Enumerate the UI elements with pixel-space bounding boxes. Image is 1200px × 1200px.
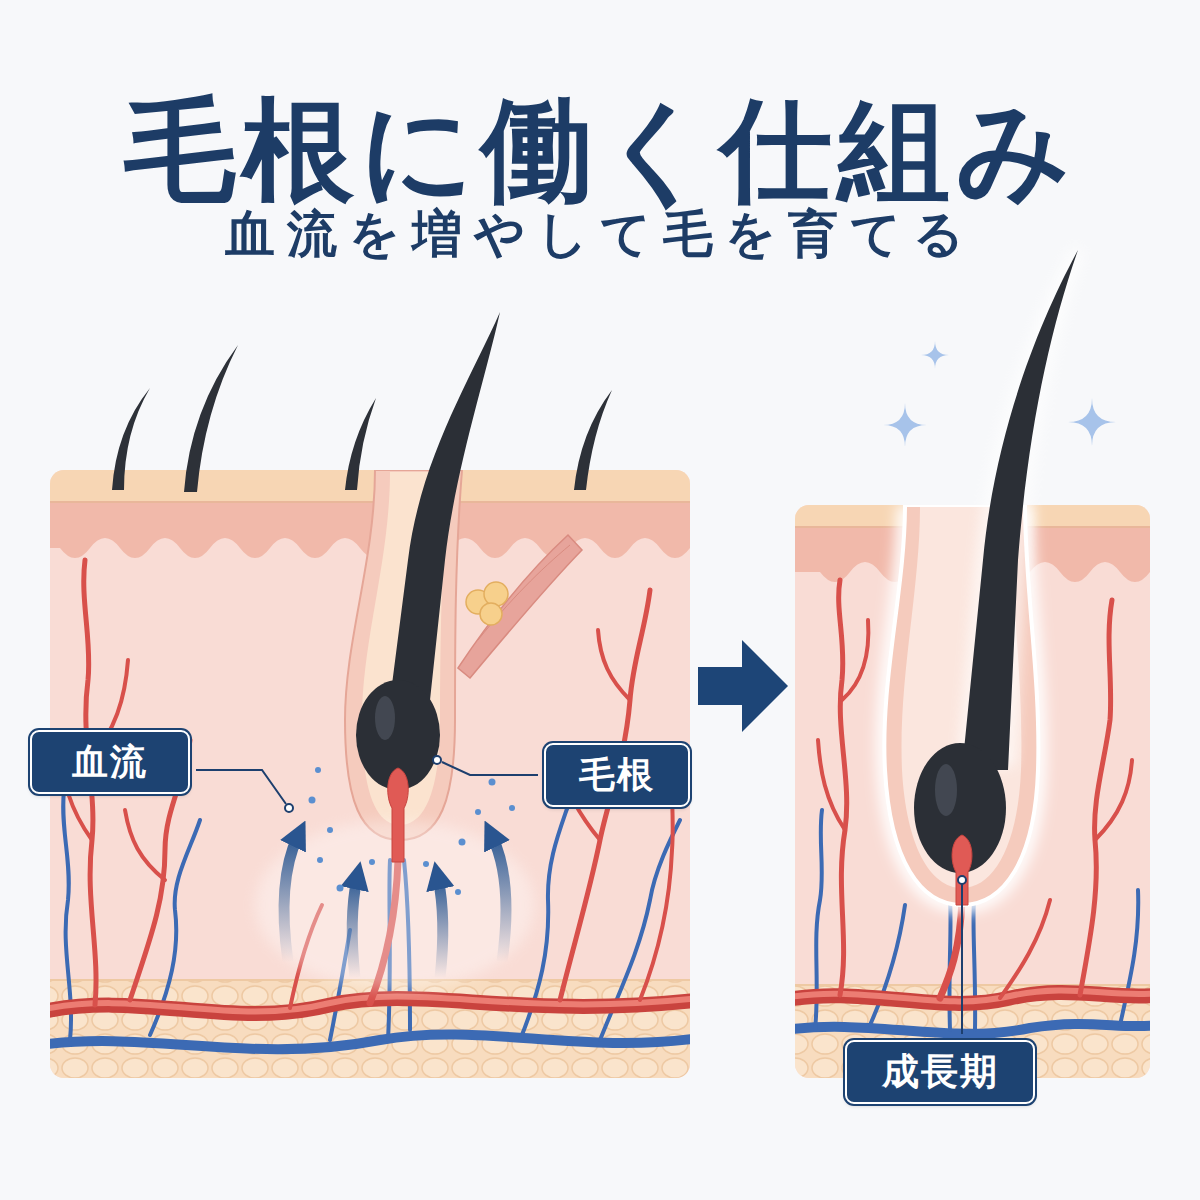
dot bbox=[337, 885, 344, 892]
artery bbox=[598, 630, 630, 700]
artery bbox=[818, 740, 845, 830]
dot bbox=[369, 859, 375, 865]
flow-arrow bbox=[284, 836, 298, 962]
artery bbox=[1000, 900, 1050, 998]
dermis bbox=[50, 470, 690, 1078]
small-hairs bbox=[112, 345, 612, 492]
dot bbox=[455, 889, 461, 895]
dot bbox=[489, 779, 496, 786]
skin-panel bbox=[795, 505, 1150, 1078]
flow-arrow bbox=[438, 878, 443, 978]
dot bbox=[309, 797, 316, 804]
sparkle bbox=[921, 341, 949, 369]
dot bbox=[509, 805, 515, 811]
gland-lobe bbox=[484, 582, 508, 606]
hair-shaft bbox=[962, 250, 1078, 770]
gland-lobe bbox=[480, 603, 502, 625]
dot bbox=[327, 827, 333, 833]
sparkles bbox=[883, 341, 1116, 447]
sparkle bbox=[1068, 398, 1116, 446]
bulb-highlight bbox=[375, 696, 395, 740]
leader-line bbox=[196, 770, 286, 804]
hair-shaft bbox=[390, 312, 500, 700]
skin-line bbox=[50, 501, 690, 503]
leader-dot bbox=[958, 876, 966, 884]
artery-highlight bbox=[795, 991, 1150, 1002]
callout-label: 毛根 bbox=[579, 753, 655, 796]
artery bbox=[839, 580, 847, 995]
bulb-highlight bbox=[935, 764, 957, 816]
muscle-striation bbox=[478, 545, 570, 640]
vein bbox=[1120, 890, 1138, 1025]
artery bbox=[1095, 760, 1132, 840]
callout-label: 成長期 bbox=[882, 1050, 999, 1094]
callout-box: 毛根 bbox=[544, 743, 690, 807]
leader-line bbox=[442, 762, 538, 775]
artery bbox=[1080, 600, 1112, 995]
transition-arrow bbox=[698, 640, 788, 732]
vein bbox=[50, 1034, 690, 1049]
vein bbox=[795, 1024, 1150, 1034]
sparkle bbox=[883, 403, 927, 447]
dot bbox=[475, 809, 481, 815]
fat-boundary bbox=[795, 984, 1150, 986]
subtitle: 血流を増やして毛を育てる bbox=[0, 206, 1200, 264]
artery bbox=[842, 620, 868, 700]
dermal-papilla bbox=[388, 768, 409, 862]
hair bbox=[112, 388, 150, 490]
sebaceous-gland bbox=[466, 582, 508, 625]
dot bbox=[315, 767, 321, 773]
callout-box: 血流 bbox=[30, 730, 190, 794]
artery bbox=[125, 810, 165, 880]
hair bbox=[574, 390, 612, 490]
arrector-pili-muscle bbox=[458, 535, 582, 678]
callout-box: 成長期 bbox=[845, 1040, 1035, 1104]
hair bbox=[345, 398, 376, 490]
leader-dot bbox=[433, 756, 441, 764]
dot bbox=[459, 839, 466, 846]
skin-panel bbox=[50, 470, 690, 1078]
leader-dot bbox=[285, 804, 293, 812]
hair bbox=[184, 345, 238, 492]
flow-arrow bbox=[492, 836, 506, 962]
stratum-corneum bbox=[50, 470, 690, 502]
flow-arrow bbox=[352, 878, 357, 978]
dot bbox=[317, 857, 323, 863]
dot bbox=[423, 861, 429, 867]
title: 毛根に働く仕組み bbox=[0, 86, 1200, 215]
artery bbox=[940, 900, 962, 998]
leader-line bbox=[961, 884, 963, 1034]
callout-label: 血流 bbox=[72, 740, 148, 783]
